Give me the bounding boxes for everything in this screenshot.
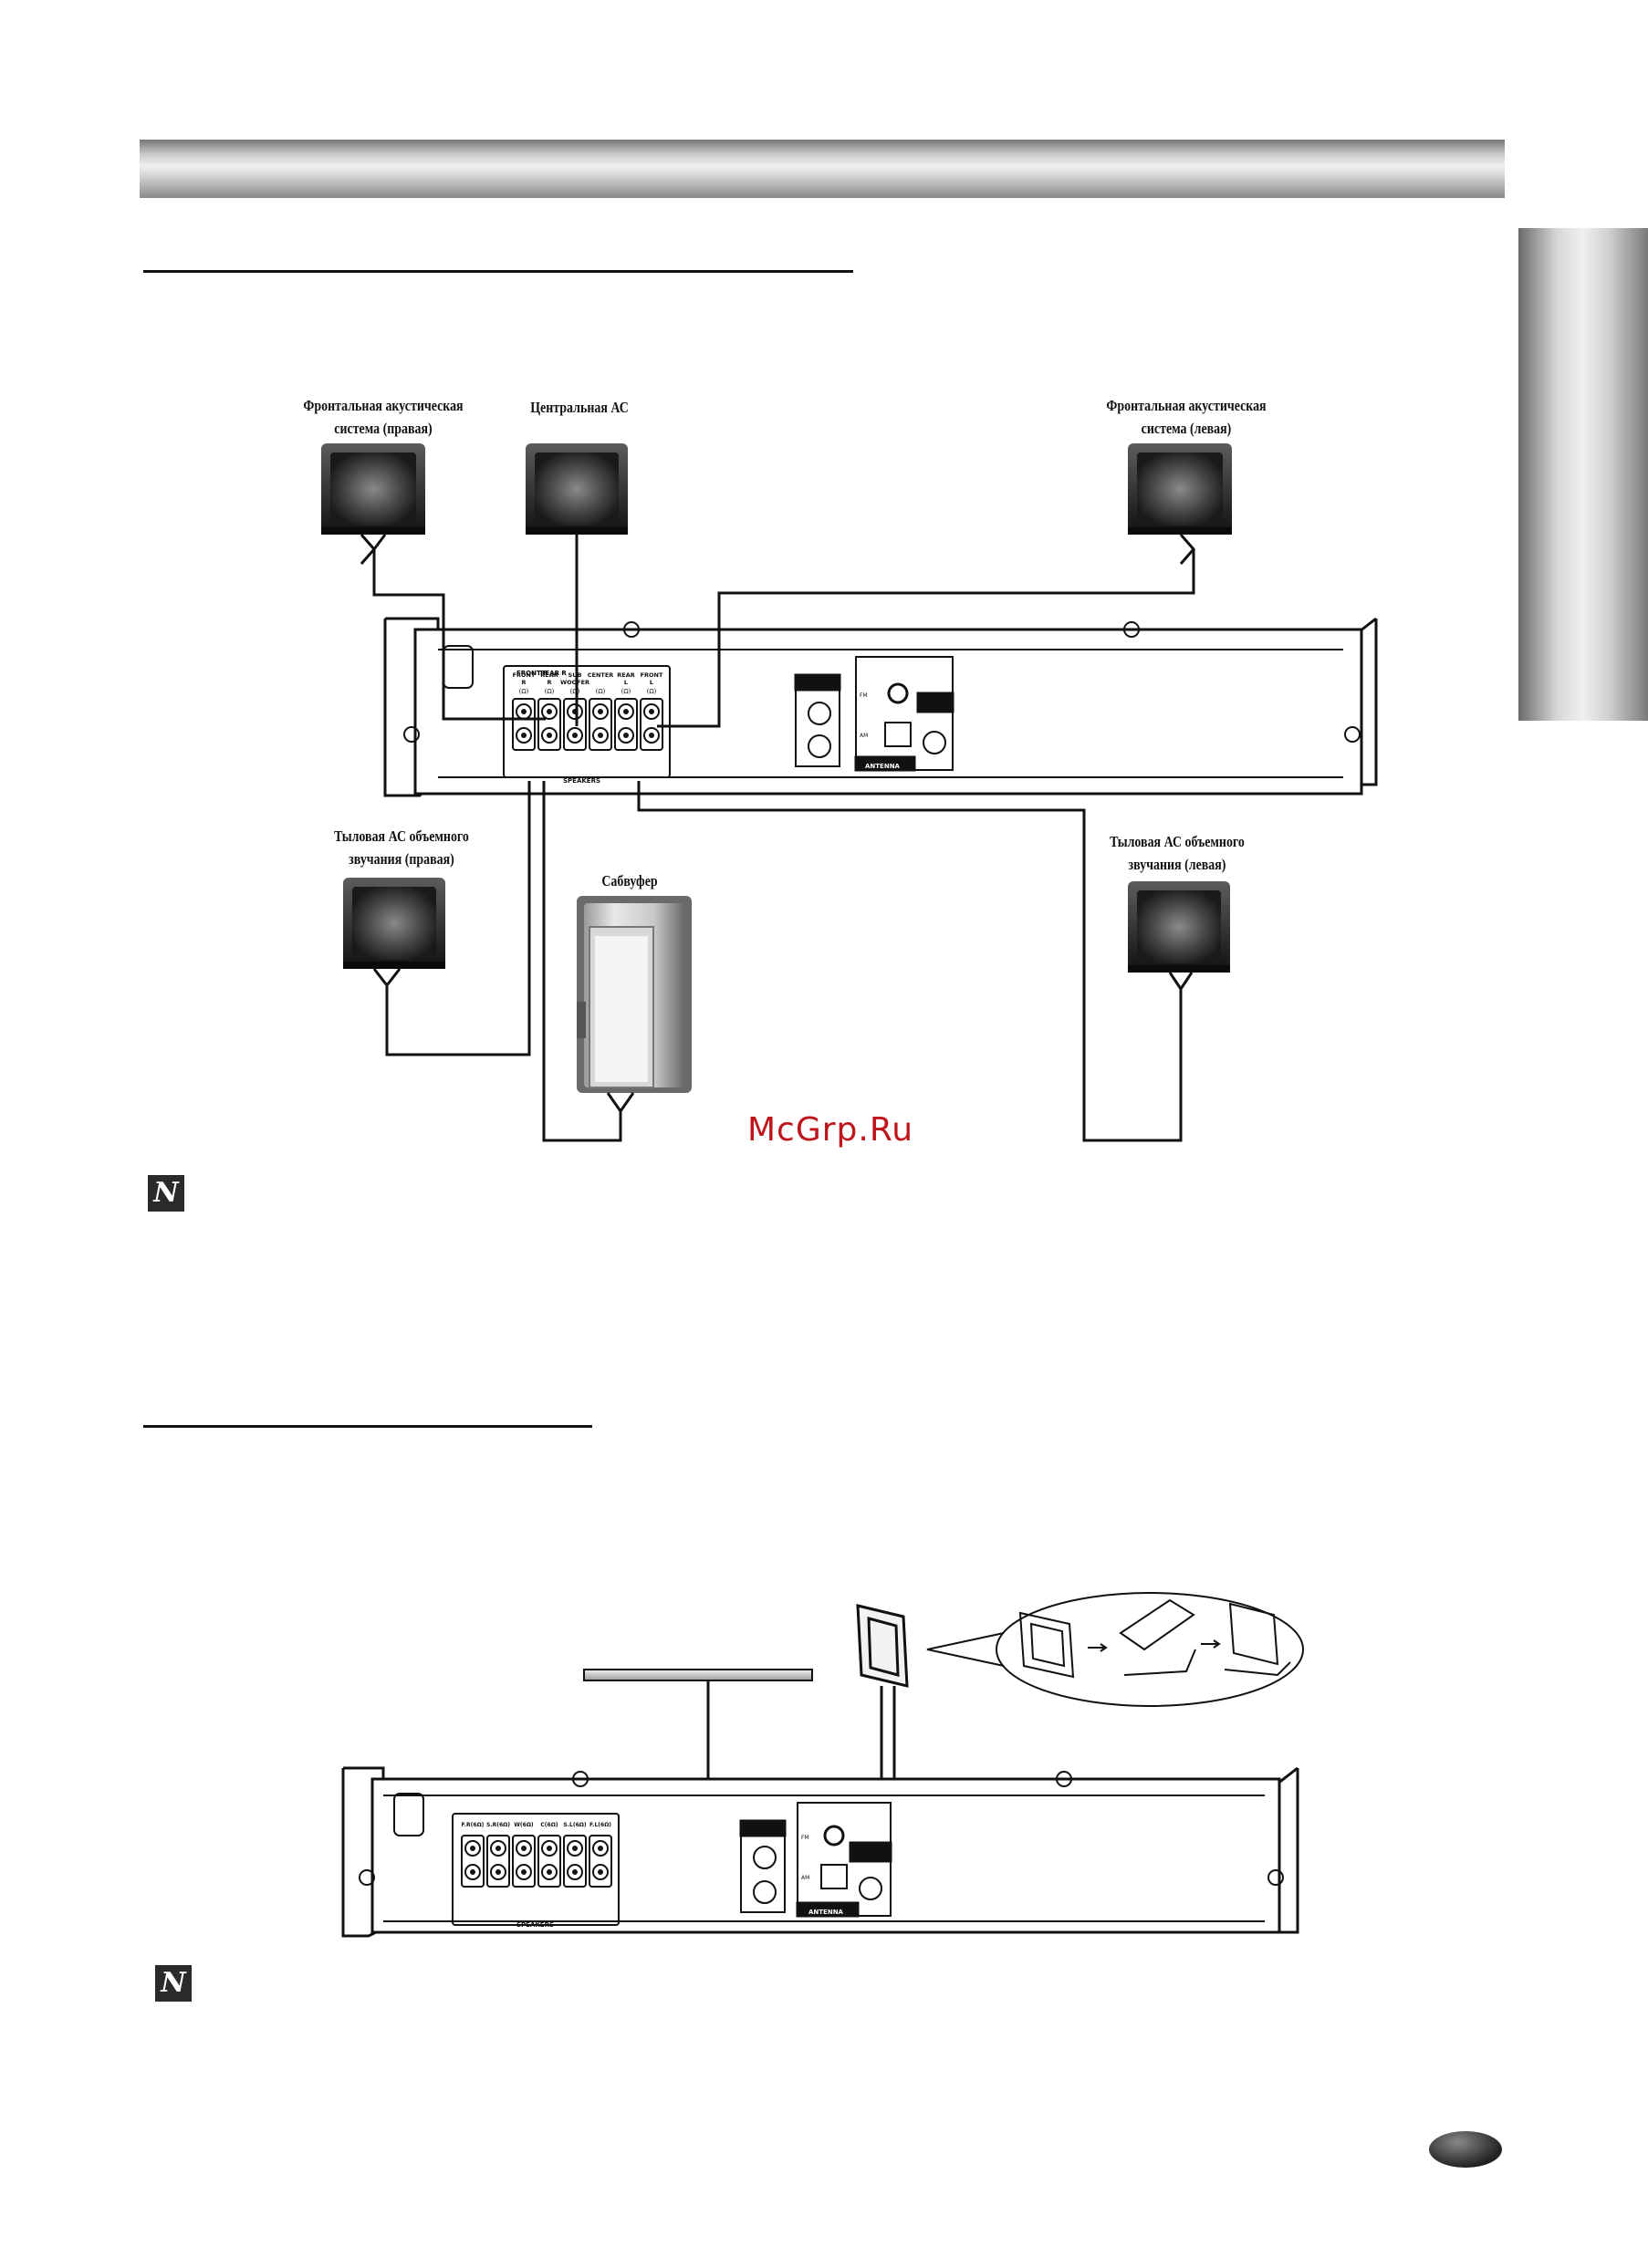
unit1-speakers-label: SPEAKERS [563, 777, 600, 785]
label-rear-right: Тыловая АС объемного звучания (правая) [304, 825, 498, 870]
terminal-ohm-text: (Ω) [519, 688, 529, 695]
terminal-header-text: REAR [540, 671, 558, 679]
unit2-terminal-row: F.R(6Ω)S.R(6Ω) W(6Ω) C(6Ω) S.L(6Ω)F.L(6Ω) [461, 1822, 612, 1888]
speaker-terminal[interactable]: S.L(6Ω) [563, 1822, 587, 1888]
terminal-header-text: L [624, 679, 628, 686]
label-front-right: Фронтальная акустическая система (правая… [286, 394, 480, 440]
terminal-header-text: C(6Ω) [540, 1822, 558, 1828]
terminal-header-text: F.R(6Ω) [462, 1822, 485, 1828]
label-rear-left-line2: звучания (левая) [1128, 856, 1226, 873]
speaker-terminal[interactable]: F.L(6Ω) [589, 1822, 612, 1888]
unit2-speakers-label: SPEAKERS [516, 1921, 554, 1929]
terminal-header-text: L [650, 679, 653, 686]
unit1-antenna-label: ANTENNA [865, 763, 901, 770]
terminal-header-text: F.L(6Ω) [589, 1822, 611, 1828]
label-center: Центральная АС [530, 399, 629, 416]
speaker-terminal[interactable]: F.R(6Ω) [461, 1822, 485, 1888]
terminal-header-text: S.R(6Ω) [486, 1822, 510, 1828]
speaker-front-left [1128, 443, 1232, 535]
unit1-fm-label: FM [860, 692, 868, 699]
terminal-header-text: SUB [568, 671, 582, 679]
terminal-ohm-text: (Ω) [647, 688, 657, 695]
terminal-ohm-text: (Ω) [596, 688, 606, 695]
section-rule-1 [143, 270, 853, 273]
terminal-header-front-r: FRONT R [516, 670, 548, 677]
page-number-badge [1429, 2131, 1502, 2168]
terminal-header-text: W(6Ω) [514, 1822, 534, 1828]
subwoofer-cabinet [577, 896, 692, 1093]
terminal-header-text: R [547, 679, 551, 686]
section-rule-2 [143, 1425, 592, 1428]
section-header-bar [140, 140, 1505, 198]
speaker-front-right [321, 443, 425, 535]
label-front-left: Фронтальная акустическая система (левая) [1089, 394, 1283, 440]
label-front-right-line2: система (правая) [334, 420, 433, 437]
label-front-left-line1: Фронтальная акустическая [1106, 397, 1267, 414]
terminal-ohm-text: (Ω) [545, 688, 555, 695]
am-antenna-assembly-callout [926, 1592, 1304, 1707]
speaker-rear-left [1128, 881, 1230, 973]
terminal-header-text: WOOFER [560, 679, 589, 686]
terminal-header-rear-r: REAR R [540, 670, 567, 677]
speaker-wires-1 [360, 534, 1195, 1142]
speaker-terminal[interactable]: S.R(6Ω) [486, 1822, 510, 1888]
unit1-am-label: AM [860, 733, 868, 739]
speaker-terminal[interactable]: C(6Ω) [537, 1822, 561, 1888]
terminal-header-text: FRONT [513, 671, 536, 679]
label-rear-left-line1: Тыловая АС объемного [1110, 833, 1245, 850]
speaker-terminal[interactable]: CENTER (Ω) [588, 671, 614, 751]
label-front-left-line2: система (левая) [1141, 420, 1232, 437]
label-subwoofer: Сабвуфер [601, 872, 658, 890]
watermark: McGrp.Ru [746, 1111, 914, 1149]
speaker-center [526, 443, 628, 535]
unit2-am-label: AM [801, 1875, 809, 1881]
terminal-header-text: FRONT [641, 671, 663, 679]
note-icon: N [148, 1175, 184, 1212]
terminal-header-text: S.L(6Ω) [563, 1822, 586, 1828]
speaker-rear-right [343, 878, 445, 969]
unit2-fm-label: FM [801, 1835, 809, 1841]
unit2-antenna-label: ANTENNA [808, 1909, 844, 1916]
terminal-header-text: REAR [617, 671, 634, 679]
speaker-terminal[interactable]: W(6Ω) [512, 1822, 536, 1888]
label-rear-left: Тыловая АС объемного звучания (левая) [1080, 830, 1274, 876]
terminal-header-text: R [521, 679, 526, 686]
label-rear-right-line1: Тыловая АС объемного [334, 827, 469, 845]
unit1-terminal-row: FRONTR(Ω)REARR(Ω)SUBWOOFER(Ω)CENTER(Ω)RE… [512, 671, 663, 751]
terminal-ohm-text: (Ω) [570, 688, 580, 695]
terminal-header-text: CENTER [588, 671, 614, 679]
label-rear-right-line2: звучания (правая) [349, 850, 454, 868]
label-front-right-line1: Фронтальная акустическая [303, 397, 464, 414]
side-tab [1518, 228, 1648, 721]
terminal-ohm-text: (Ω) [621, 688, 631, 695]
note-icon-2: N [155, 1965, 192, 2002]
